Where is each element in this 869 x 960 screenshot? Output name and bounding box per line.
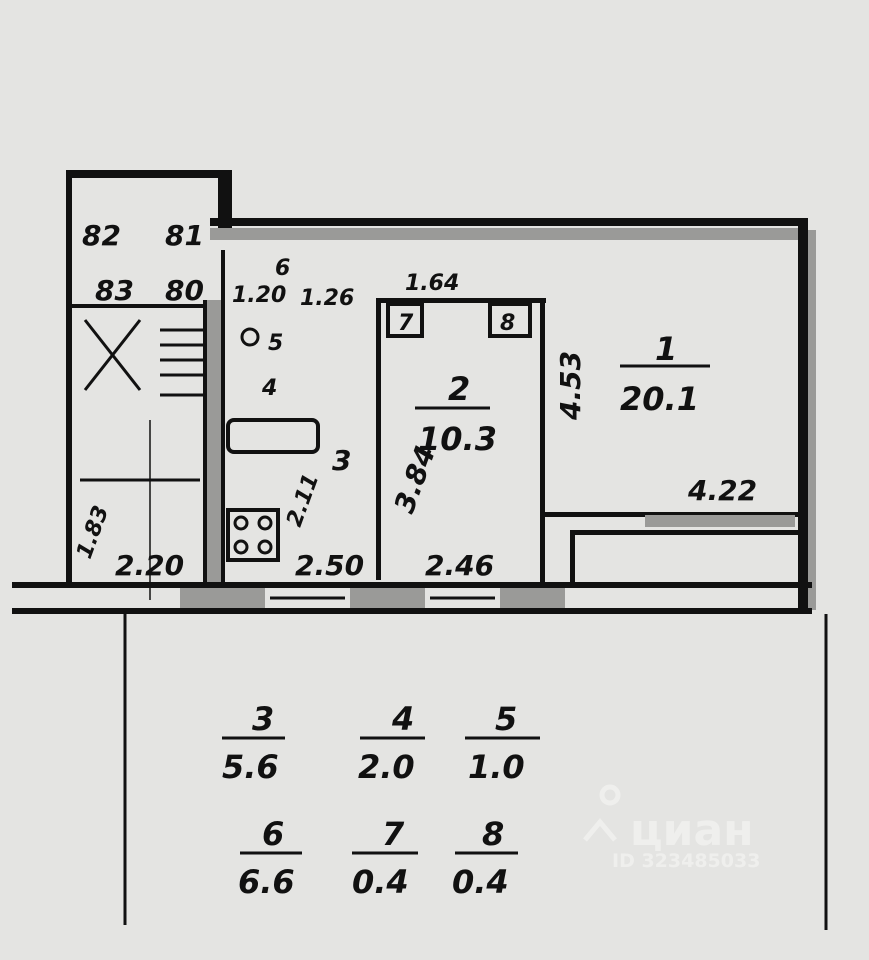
svg-text:5: 5 [495,700,517,738]
room-number: 4 [261,376,277,401]
stair-mark: 82 [82,219,121,252]
room-area: 10.3 [418,420,497,458]
svg-text:6.6: 6.6 [238,863,295,901]
svg-text:1.0: 1.0 [468,748,525,786]
svg-text:0.4: 0.4 [352,863,409,901]
dimension-label: 4.53 [554,351,587,421]
stair-mark: 80 [165,274,204,307]
legend-item: 35.6 [222,700,285,786]
stairwell [66,170,232,600]
watermark: циан ID 323485033 [583,784,760,872]
dimension-label: 2.20 [115,549,184,582]
room-2-label: 2 10.3 [415,370,497,458]
svg-text:0.4: 0.4 [452,863,509,901]
legend-item: 66.6 [238,815,302,901]
room-number: 7 [398,311,414,336]
fixtures [226,327,320,562]
svg-text:2.0: 2.0 [358,748,415,786]
svg-text:4: 4 [391,700,414,738]
stair-mark: 81 [165,219,204,252]
room-number: 1 [655,330,677,368]
svg-text:5.6: 5.6 [222,748,279,786]
dimension-label: 2.50 [295,549,364,582]
area-legend: 35.6 42.0 51.0 66.6 70.4 80.4 [222,700,540,901]
room-area: 20.1 [620,380,699,418]
dimension-label: 4.22 [687,474,757,507]
svg-text:7: 7 [382,815,405,853]
room-number: 5 [268,331,283,356]
room-number: 3 [332,444,351,477]
dimension-label: 1.26 [300,286,354,311]
legend-item: 80.4 [452,815,518,901]
legend-item: 51.0 [465,700,540,786]
dimension-label: 1.20 [232,283,286,308]
room-number: 6 [275,256,290,281]
svg-text:3: 3 [252,700,274,738]
dimension-label: 1.64 [405,271,459,296]
sink-icon [240,327,260,347]
bathtub-icon [226,418,320,454]
watermark-id: ID 323485033 [612,850,760,872]
room-number: 2 [448,370,470,408]
stair-mark: 83 [95,274,134,307]
room-1-label: 1 20.1 [620,330,710,418]
legend-item: 42.0 [358,700,425,786]
location-pin-icon [583,784,621,842]
stove-icon [226,508,280,562]
legend-item: 70.4 [352,815,418,901]
svg-text:8: 8 [482,815,504,853]
svg-text:6: 6 [262,815,284,853]
room-number: 8 [500,311,515,336]
walls [12,218,828,930]
dimension-label: 2.46 [425,549,494,582]
watermark-brand: циан [630,805,754,856]
